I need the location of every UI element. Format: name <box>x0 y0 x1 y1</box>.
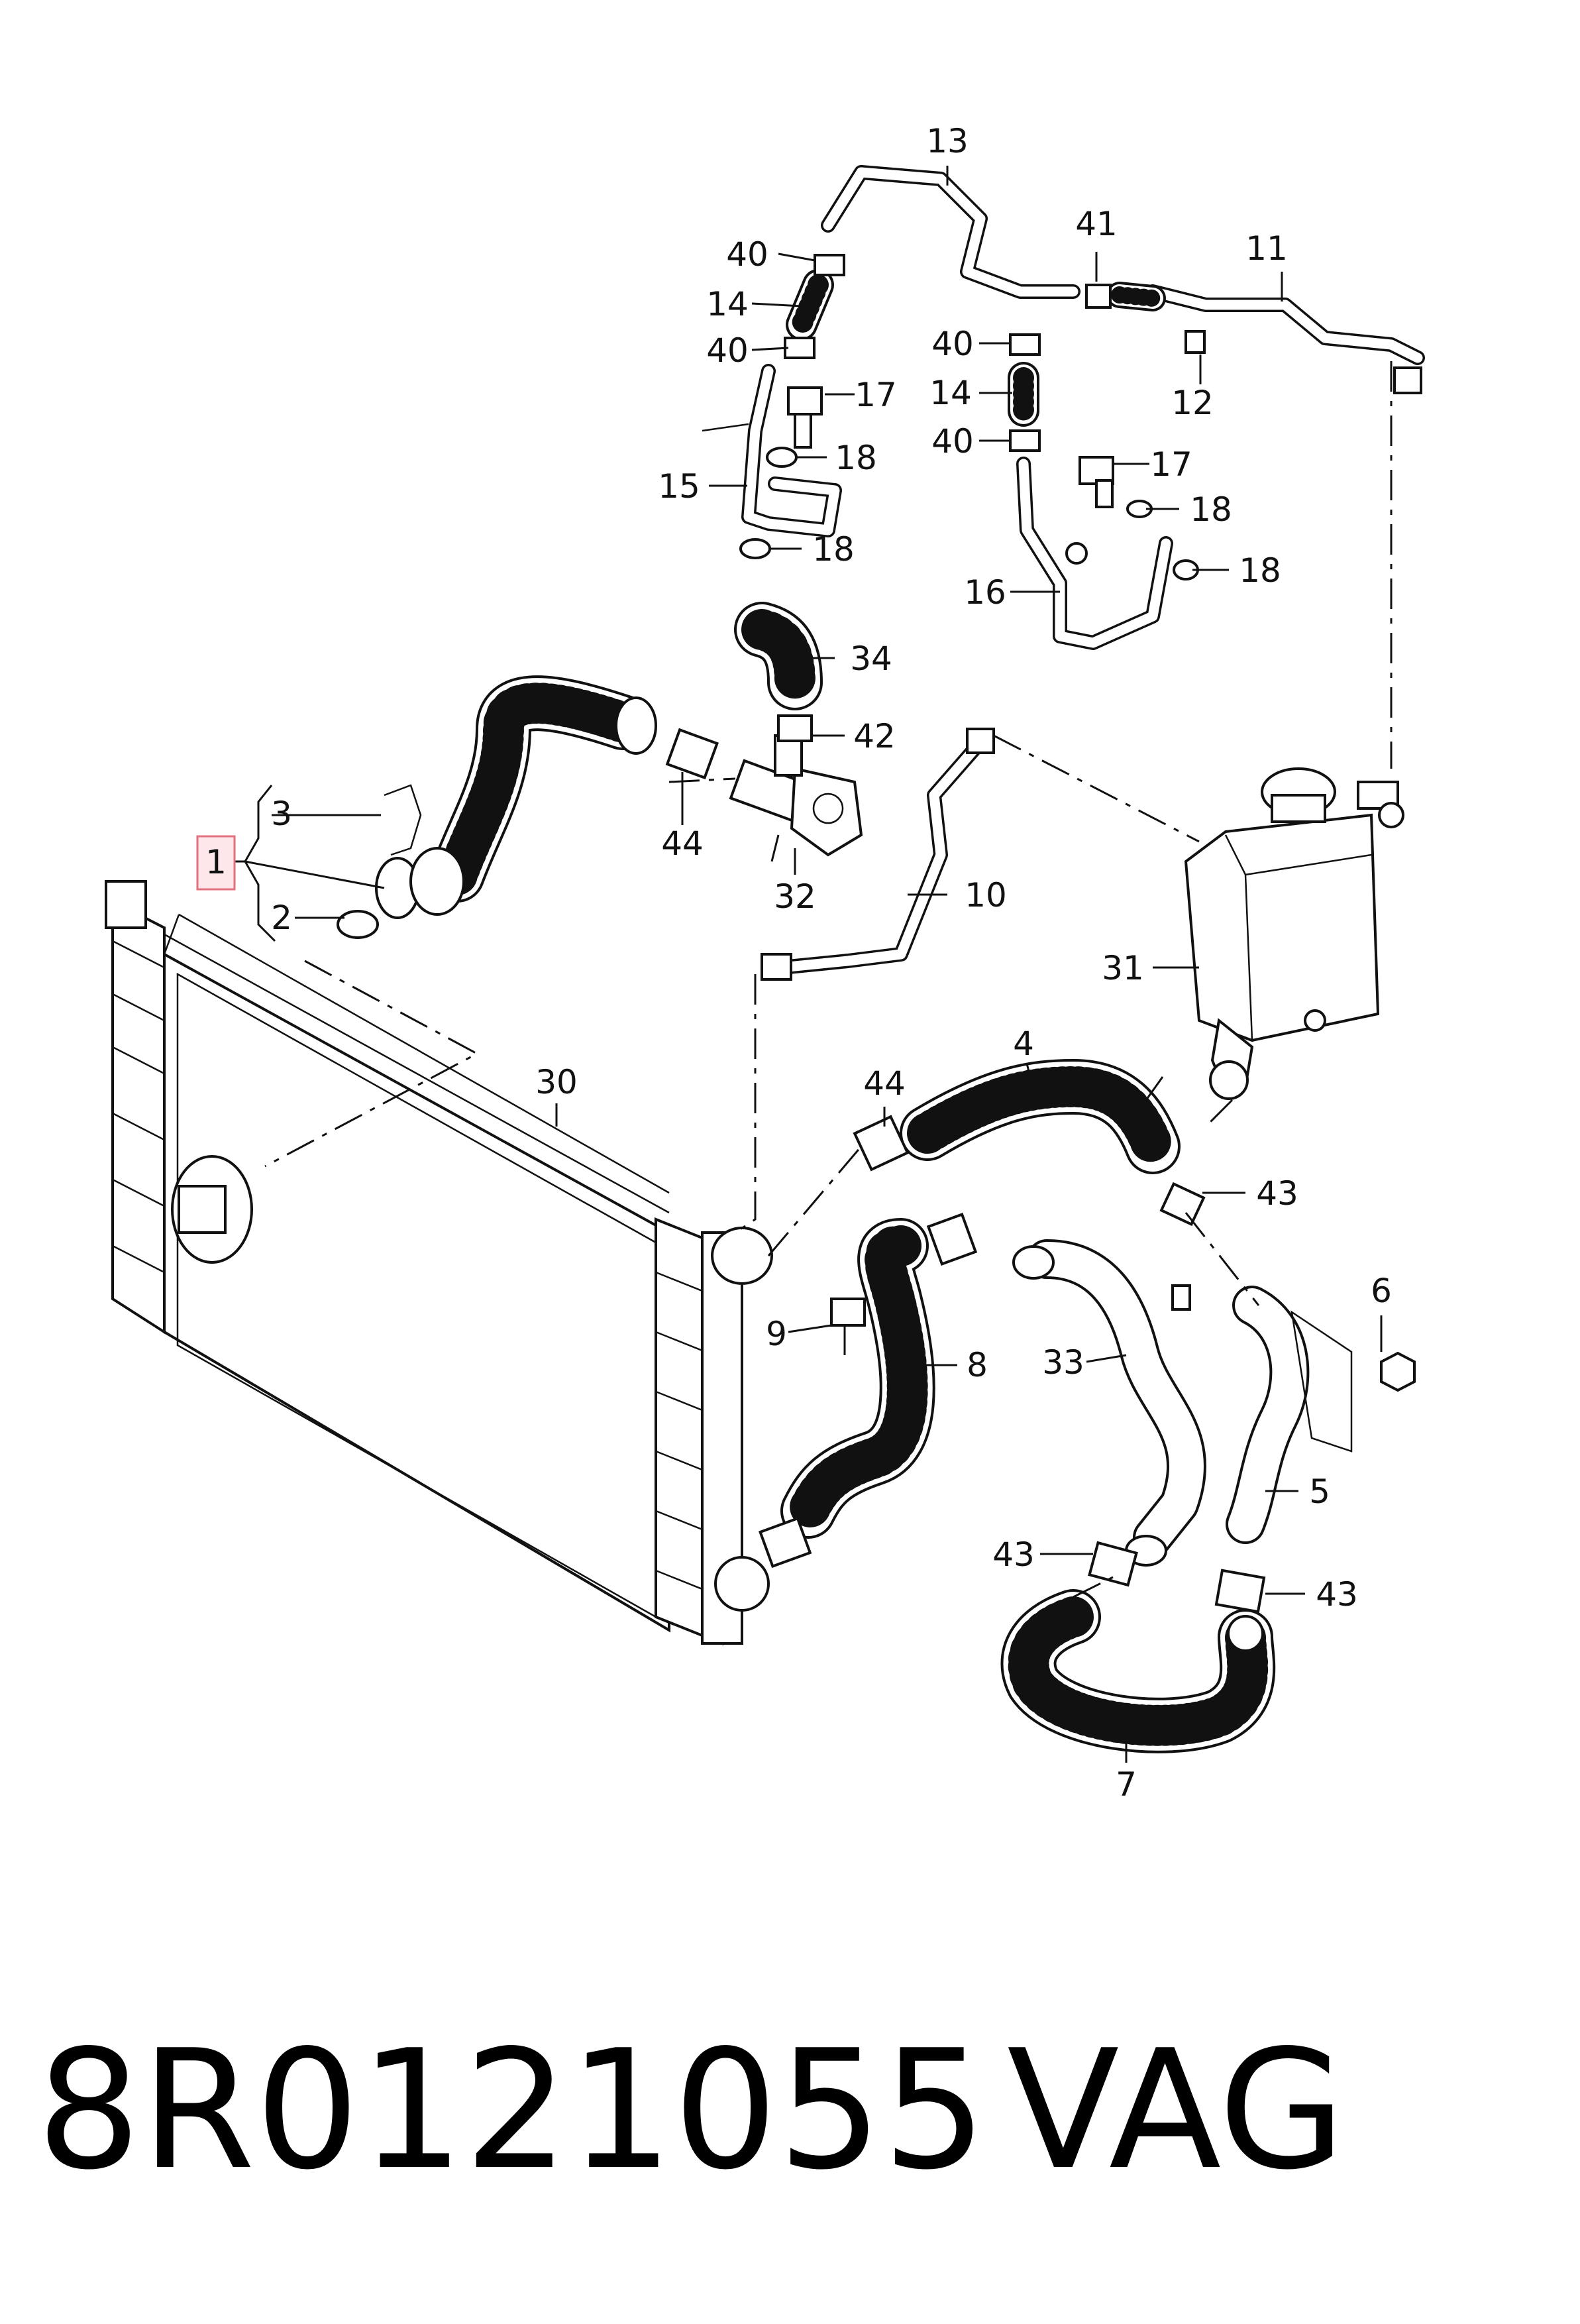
small-hose-34 <box>734 602 823 742</box>
callout-2: 2 <box>271 899 292 937</box>
radiator <box>105 880 773 1645</box>
callout-43b: 43 <box>992 1535 1035 1574</box>
expansion-tank <box>1184 767 1404 1100</box>
callout-40a: 40 <box>726 235 768 274</box>
callout-34: 34 <box>850 639 892 678</box>
hose-7 <box>1000 1541 1276 1753</box>
callout-4: 4 <box>1013 1024 1034 1063</box>
callout-labels: 1 2 3 4 5 6 7 8 9 10 11 12 13 14 14 15 1… <box>205 122 1392 1804</box>
breather-pipe-10 <box>761 728 995 981</box>
callout-5: 5 <box>1309 1472 1330 1511</box>
callout-14b: 14 <box>929 374 972 412</box>
callout-40c: 40 <box>931 325 974 363</box>
callout-7: 7 <box>1116 1765 1137 1804</box>
hose-8 <box>759 1213 978 1569</box>
part-number: 8R0121055 <box>36 2015 987 2206</box>
leader-lines <box>235 166 1383 1763</box>
callout-18b: 18 <box>812 530 855 569</box>
callout-18a: 18 <box>835 439 877 477</box>
callout-1: 1 <box>205 843 227 881</box>
callout-41: 41 <box>1075 205 1118 243</box>
pipe-33 <box>1012 1239 1206 1567</box>
callout-31: 31 <box>1102 949 1144 987</box>
callout-12: 12 <box>1171 384 1214 422</box>
upper-pipes <box>702 165 1425 650</box>
callout-13: 13 <box>926 122 969 160</box>
hose-4 <box>853 1059 1206 1227</box>
callout-17a: 17 <box>855 376 897 414</box>
callout-9: 9 <box>766 1315 787 1353</box>
callout-6: 6 <box>1371 1272 1392 1310</box>
callout-44a: 44 <box>661 824 704 863</box>
callout-8: 8 <box>967 1346 988 1384</box>
callout-40b: 40 <box>706 331 749 370</box>
callout-18c: 18 <box>1190 490 1232 529</box>
callout-33: 33 <box>1042 1343 1084 1382</box>
callout-44b: 44 <box>863 1064 906 1103</box>
pipe-5 <box>1226 1286 1416 1544</box>
callout-43c: 43 <box>1316 1575 1358 1614</box>
highlight-box <box>196 835 236 891</box>
reference-lines <box>264 361 1393 1598</box>
upper-radiator-hose <box>337 675 657 939</box>
callout-14a: 14 <box>706 285 749 323</box>
callout-40d: 40 <box>931 422 974 461</box>
callout-42: 42 <box>853 717 896 755</box>
callout-10: 10 <box>965 876 1007 914</box>
callout-11: 11 <box>1245 229 1288 268</box>
callout-32: 32 <box>774 877 816 916</box>
brand-name: VAG <box>1007 2015 1345 2206</box>
callout-15: 15 <box>658 467 700 506</box>
callout-3: 3 <box>271 795 292 833</box>
callout-17b: 17 <box>1150 445 1192 484</box>
callout-18d: 18 <box>1239 551 1281 590</box>
callout-30: 30 <box>535 1063 578 1101</box>
callout-43a: 43 <box>1256 1174 1298 1213</box>
callout-16: 16 <box>964 573 1006 612</box>
